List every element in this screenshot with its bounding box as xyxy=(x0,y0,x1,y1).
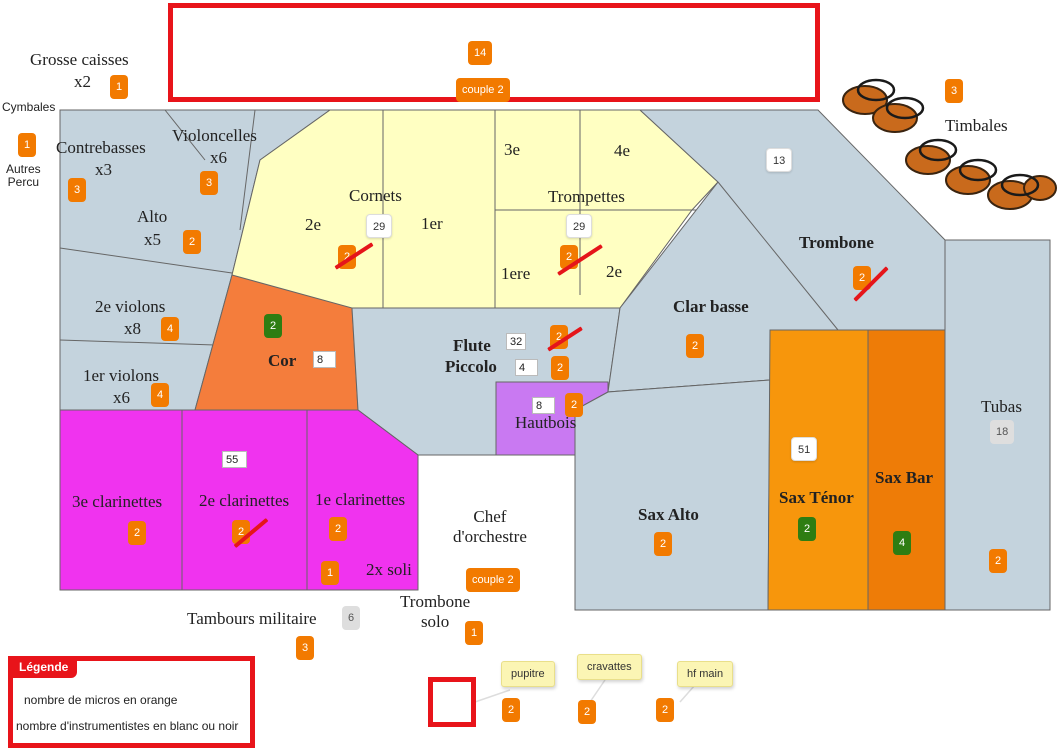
label-contrebasses: Contrebasses xyxy=(56,138,146,157)
badge-alto: 2 xyxy=(183,230,202,254)
badge-tubas-players: 18 xyxy=(990,420,1015,444)
label-autres-percu: Autres Percu xyxy=(6,162,41,189)
badge-top-zone: 14 xyxy=(468,41,493,65)
region-sax-tenor xyxy=(767,329,869,611)
badge-trombone-solo-mics: 1 xyxy=(465,621,484,645)
note-pupitre: pupitre xyxy=(501,661,555,687)
label-tambours: Tambours militaire xyxy=(187,609,317,628)
badge-sax-tenor-players: 51 xyxy=(791,437,818,461)
note-cravattes: cravattes xyxy=(577,654,642,680)
label-alto-count: x5 xyxy=(144,230,161,249)
legend-title: Légende xyxy=(10,656,78,678)
badge-tubas-mics: 2 xyxy=(989,549,1008,573)
label-timbales: Timbales xyxy=(945,116,1008,135)
badge-sax-tenor-mics: 2 xyxy=(798,517,817,541)
badge-autres-percu: 3 xyxy=(68,178,87,202)
badge-hautbois-mics: 2 xyxy=(565,393,584,417)
label-cornets-2e: 2e xyxy=(305,215,322,234)
label-clar3: 3e clarinettes xyxy=(72,492,163,511)
badge-cornets-players: 29 xyxy=(366,214,393,238)
label-trompettes-3e: 3e xyxy=(504,140,521,159)
badge-trombone-players: 13 xyxy=(766,148,793,172)
label-sax-tenor: Sax Ténor xyxy=(779,488,854,507)
badge-cymbales: 1 xyxy=(18,133,37,157)
badge-grosse-caisses: 1 xyxy=(110,75,129,99)
label-cornets: Cornets xyxy=(349,186,402,205)
label-contrebasses-count: x3 xyxy=(95,160,112,179)
badge-timbales: 3 xyxy=(945,79,964,103)
badge-pupitre-mics: 2 xyxy=(502,698,521,722)
badge-sax-alto-mics: 2 xyxy=(654,532,673,556)
label-trombone: Trombone xyxy=(799,233,874,252)
label-violons1-count: x6 xyxy=(113,388,130,407)
label-soli: 2x soli xyxy=(366,560,412,579)
label-trompettes-4e: 4e xyxy=(614,141,631,160)
box-flute-players: 32 xyxy=(506,333,527,350)
badge-cor-mics: 2 xyxy=(264,314,283,338)
badge-trompettes-players: 29 xyxy=(566,214,593,238)
badge-violoncelles: 3 xyxy=(200,171,219,195)
label-sax-bar: Sax Bar xyxy=(875,468,934,487)
label-trompettes-1ere: 1ere xyxy=(501,264,531,283)
badge-chef-couple: couple 2 xyxy=(466,568,520,592)
badge-violons2: 4 xyxy=(161,317,180,341)
badge-top-zone-couple: couple 2 xyxy=(456,78,510,102)
legend-frame xyxy=(8,656,255,748)
label-trompettes-2e: 2e xyxy=(606,262,623,281)
label-alto: Alto xyxy=(137,207,168,226)
badge-hf-main-mics: 2 xyxy=(656,698,675,722)
badge-sax-bar-mics: 4 xyxy=(893,531,912,555)
note-hf-main: hf main xyxy=(677,661,734,687)
label-piccolo: Piccolo xyxy=(445,357,497,376)
label-cornets-1er: 1er xyxy=(421,214,443,233)
box-cor-players: 8 xyxy=(313,351,336,368)
label-grosse-caisses: Grosse caisses xyxy=(30,50,129,69)
box-piccolo-players: 4 xyxy=(515,359,538,376)
label-violoncelles: Violoncelles xyxy=(172,126,257,145)
badge-clar1-mics: 2 xyxy=(329,517,348,541)
label-cor: Cor xyxy=(268,351,297,370)
badge-cravattes-mics: 2 xyxy=(578,700,597,724)
label-violoncelles-count: x6 xyxy=(210,148,227,167)
label-violons2-count: x8 xyxy=(124,319,141,338)
label-flute: Flute xyxy=(453,336,491,355)
label-violons1: 1er violons xyxy=(83,366,160,385)
box-clar2-players: 55 xyxy=(222,451,247,468)
label-tubas: Tubas xyxy=(981,397,1022,416)
label-trompettes: Trompettes xyxy=(548,187,625,206)
badge-piccolo-mics: 2 xyxy=(551,356,570,380)
badge-soli-mics: 1 xyxy=(321,561,340,585)
pupitre-frame xyxy=(428,677,476,727)
label-trombone-solo: Trombone solo xyxy=(400,592,471,632)
label-clar-basse: Clar basse xyxy=(673,297,749,316)
label-hautbois: Hautbois xyxy=(515,413,577,432)
badge-tambours-players: 6 xyxy=(342,606,361,630)
label-clar1: 1e clarinettes xyxy=(315,490,406,509)
badge-clar3-mics: 2 xyxy=(128,521,147,545)
label-grosse-caisses-count: x2 xyxy=(74,72,91,91)
legend-players-line: nombre d'instrumentistes en blanc ou noi… xyxy=(16,719,239,733)
badge-clar-basse: 2 xyxy=(686,334,705,358)
label-chef: Chef d'orchestre xyxy=(453,507,527,547)
region-clarinettes xyxy=(59,409,419,591)
box-hautbois-players: 8 xyxy=(532,397,555,414)
label-clar2: 2e clarinettes xyxy=(199,491,290,510)
badge-tambours-mics: 3 xyxy=(296,636,315,660)
label-cymbales: Cymbales xyxy=(2,100,56,114)
label-sax-alto: Sax Alto xyxy=(638,505,699,524)
legend-mics-line: nombre de micros en orange xyxy=(24,693,178,707)
label-violons2: 2e violons xyxy=(95,297,166,316)
timbales-drums xyxy=(842,85,1057,210)
region-sax-alto xyxy=(574,379,771,611)
badge-violons1: 4 xyxy=(151,383,170,407)
